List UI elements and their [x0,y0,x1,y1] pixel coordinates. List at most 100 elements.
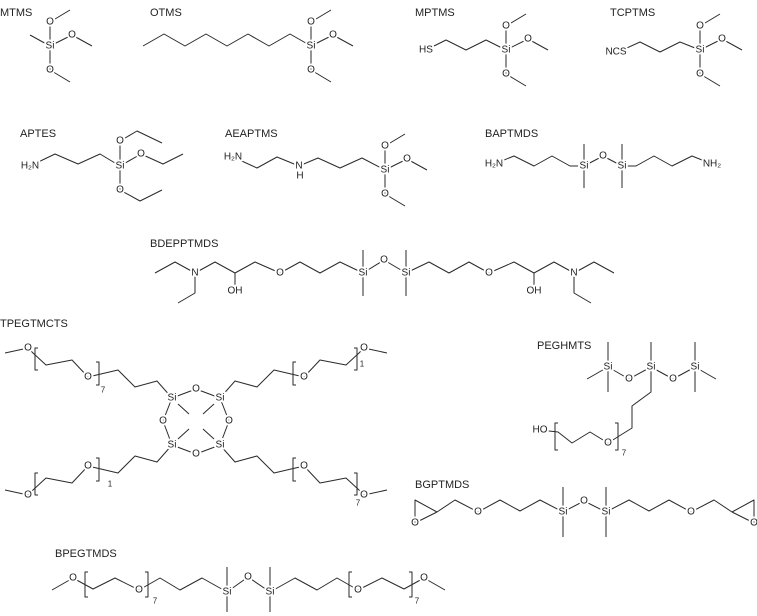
title-aptes: APTES [20,128,56,140]
repeat-count: 1 [108,480,113,489]
bond [49,46,71,83]
atom-o: O [502,21,510,32]
bond [49,9,71,46]
bond [362,259,407,274]
atom-o: O [625,374,633,385]
atom-o: O [580,496,588,507]
atom-o: O [403,154,411,165]
atom-si: Si [381,165,390,176]
bond [425,39,507,51]
bracket-close [409,571,413,598]
repeat-count: 7 [622,449,627,458]
bracket-close [96,361,100,386]
bracket-close [354,472,358,496]
repeat-count: 7 [356,499,361,508]
atom-si: Si [580,161,589,172]
atom-o: O [307,65,315,76]
bond [269,577,446,593]
bond [4,444,173,496]
atom-si: Si [216,440,225,451]
bond [226,576,271,593]
atom-si: Si [502,45,511,56]
bond [51,577,228,593]
bond [29,153,121,167]
bracket-open [292,361,296,386]
title-tcptms: TCPTMS [610,7,655,19]
atom-o: O [192,384,200,395]
atom-o: O [669,374,677,385]
title-mtms: MTMS [0,7,32,19]
atom-si: Si [359,268,368,279]
atom-si: Si [168,393,177,404]
bond [384,133,406,170]
title-aeaptms: AEAPTMS [225,128,278,140]
bond [310,34,354,47]
repeat-count: 1 [360,360,365,369]
atom-o: O [159,416,167,427]
bond [405,261,615,274]
atom-o: O [24,343,32,354]
atom-o: O [485,268,493,279]
atom-o: O [354,585,362,596]
title-mptms: MPTMS [415,7,455,19]
bond [384,170,406,207]
bond [586,366,609,380]
title-bpegtmds: BPEGTMDS [55,548,117,560]
bond [49,34,93,47]
bond [414,499,438,524]
atom-o: O [137,149,145,160]
atom-si: Si [223,587,232,598]
bond [384,158,428,171]
atom-o: O [502,69,510,80]
atom-n: N [295,161,302,172]
bond [232,156,386,171]
atom-si: Si [691,362,700,373]
atom-hs: HS [419,45,433,56]
bond [622,155,713,167]
bracket-close [96,457,100,482]
bracket-open [84,571,88,598]
atom-o: O [116,136,124,147]
bond [562,500,607,513]
bracket-open [34,472,38,496]
atom-h: H [296,171,303,182]
bracket-close [145,571,149,598]
atom-oh: OH [527,286,542,297]
bond [29,34,51,47]
atom-si: Si [116,161,125,172]
title-baptmds: BAPTMDS [485,128,538,140]
atom-o: O [300,372,308,383]
atom-o: O [300,461,308,472]
atom-si: Si [266,587,275,598]
bracket-close [354,347,358,371]
atom-o: O [84,372,92,383]
bond [505,13,527,50]
bond [119,166,163,202]
bond [202,428,215,440]
atom-n: N [191,268,198,279]
bond [119,153,184,167]
atom-o: O [718,34,726,45]
atom-o: O [687,507,695,518]
atom-si: Si [46,41,55,52]
atom-o: O [46,65,54,76]
atom-o: O [135,585,143,596]
atom-o: O [192,449,200,460]
atom-o: O [244,572,252,583]
atom-si: Si [647,362,656,373]
atom-o: O [599,151,607,162]
atom-si: Si [604,362,613,373]
atom-o: O [474,507,482,518]
title-tpegtmcts: TPEGTMCTS [0,318,68,330]
atom-o: O [360,343,368,354]
bond [505,50,527,87]
bond [617,41,701,53]
atom-o: O [411,518,419,529]
atom-o: O [750,518,757,529]
bond [310,46,332,83]
bond [177,428,190,440]
bond [202,403,215,415]
atom-o: O [604,438,612,449]
